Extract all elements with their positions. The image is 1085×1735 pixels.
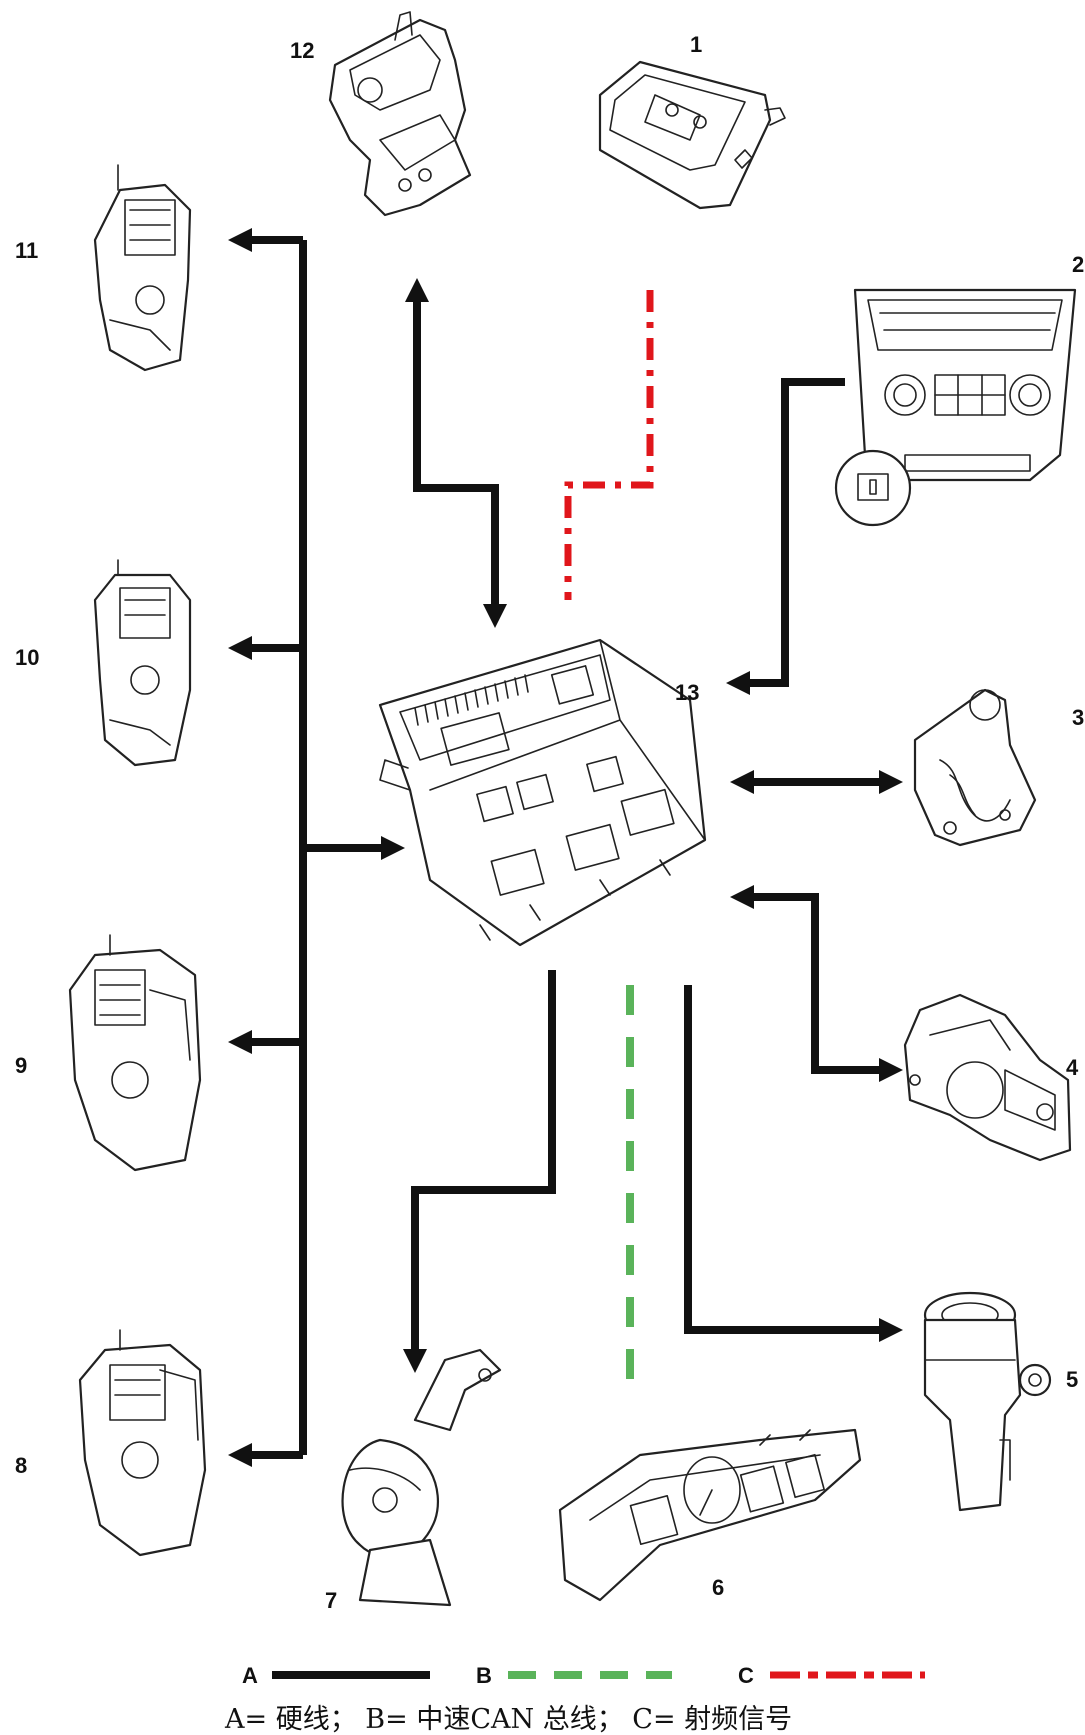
component-2-control-panel bbox=[836, 290, 1075, 525]
component-8-door-latch bbox=[80, 1330, 205, 1555]
arrow-to-12 bbox=[405, 278, 429, 302]
arrow-to-11 bbox=[228, 228, 252, 252]
legend-letter-b: B bbox=[476, 1663, 492, 1688]
arrow-4-left bbox=[730, 885, 754, 909]
arrow-to-13-left bbox=[381, 836, 405, 860]
arrow-to-9 bbox=[228, 1030, 252, 1054]
wire-4 bbox=[752, 897, 880, 1070]
arrow-to-5 bbox=[879, 1318, 903, 1342]
label-7: 7 bbox=[325, 1588, 337, 1613]
component-11-door-latch bbox=[95, 165, 190, 370]
wire-12 bbox=[417, 300, 495, 605]
label-10: 10 bbox=[15, 645, 39, 670]
wire-2 bbox=[748, 382, 845, 683]
legend: A B C A= 硬线； B= 中速CAN 总线； C= 射频信号 bbox=[224, 1663, 925, 1735]
arrow-to-10 bbox=[228, 636, 252, 660]
arrow-to-3 bbox=[879, 770, 903, 794]
legend-letter-c: C bbox=[738, 1663, 754, 1688]
component-1-key-fob bbox=[600, 62, 785, 208]
arrow-to-7 bbox=[403, 1349, 427, 1373]
label-3: 3 bbox=[1072, 705, 1084, 730]
label-1: 1 bbox=[690, 32, 702, 57]
component-10-door-latch bbox=[95, 560, 190, 765]
component-9-door-latch bbox=[70, 935, 200, 1170]
label-11: 11 bbox=[15, 238, 38, 263]
legend-letter-a: A bbox=[242, 1663, 258, 1688]
component-5-ignition-switch bbox=[925, 1293, 1050, 1510]
arrow-to-8 bbox=[228, 1443, 252, 1467]
component-4-hood-latch bbox=[905, 995, 1070, 1160]
label-9: 9 bbox=[15, 1053, 27, 1078]
component-7-horn bbox=[343, 1350, 500, 1605]
component-6-instrument-cluster bbox=[560, 1430, 860, 1600]
wire-7 bbox=[415, 970, 552, 1350]
arrow-to-13-top bbox=[483, 604, 507, 628]
label-6: 6 bbox=[712, 1575, 724, 1600]
wire-5 bbox=[688, 985, 880, 1330]
label-13: 13 bbox=[675, 680, 699, 705]
arrow-to-4 bbox=[879, 1058, 903, 1082]
component-3-latch bbox=[915, 690, 1035, 845]
label-4: 4 bbox=[1066, 1055, 1079, 1080]
label-8: 8 bbox=[15, 1453, 27, 1478]
rf-signal-line bbox=[568, 290, 650, 600]
label-5: 5 bbox=[1066, 1367, 1078, 1392]
legend-caption: A= 硬线； B= 中速CAN 总线； C= 射频信号 bbox=[224, 1704, 792, 1735]
component-13-control-module bbox=[380, 640, 705, 945]
arrow-3-left bbox=[730, 770, 754, 794]
component-12-actuator bbox=[330, 12, 470, 215]
label-2: 2 bbox=[1072, 252, 1084, 277]
arrow-to-13-right bbox=[726, 671, 750, 695]
label-12: 12 bbox=[290, 38, 314, 63]
